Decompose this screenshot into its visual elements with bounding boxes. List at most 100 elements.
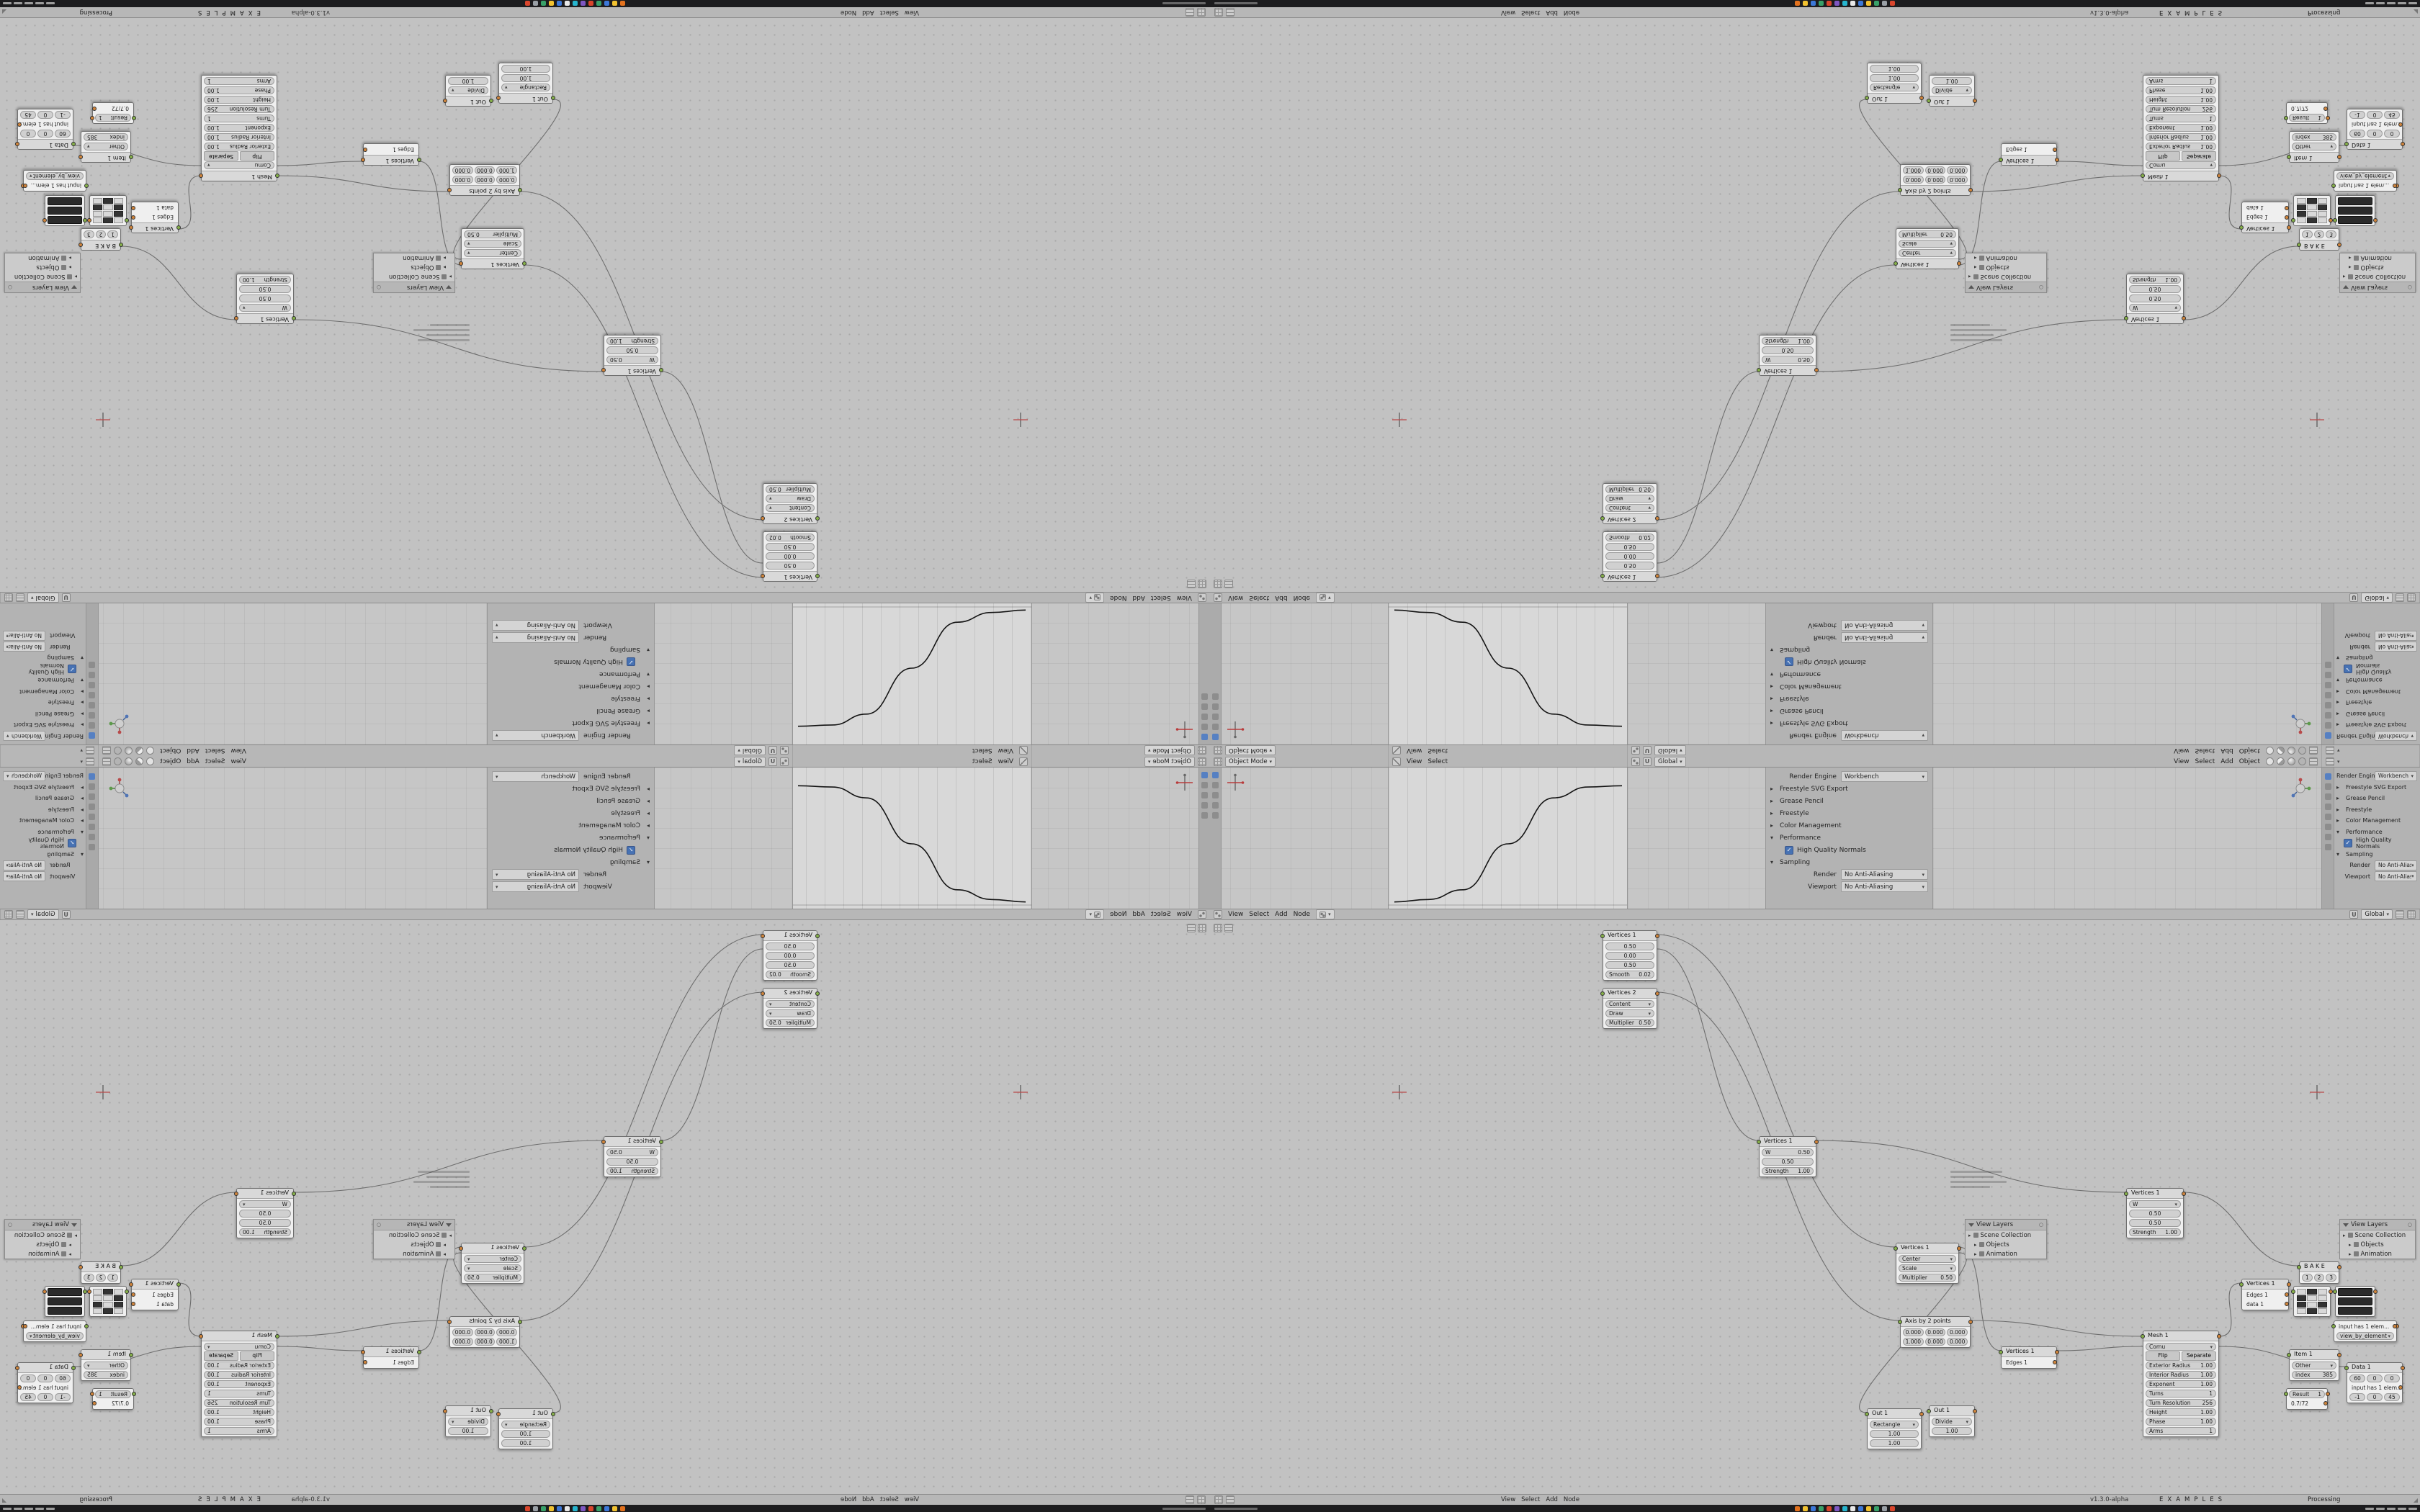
resize-grip[interactable]: ◢	[2, 9, 7, 16]
value-field[interactable]: 0.50	[239, 294, 291, 302]
expand-caret-icon[interactable]: ▸	[2349, 264, 2352, 271]
input-socket[interactable]	[1865, 96, 1869, 100]
outliner-row-scene-collection[interactable]: ▸Scene Collection	[1966, 1230, 2046, 1240]
input-socket[interactable]	[83, 218, 87, 222]
select-draw[interactable]: Draw▾	[766, 1009, 815, 1017]
tool-icon[interactable]	[1201, 714, 1208, 720]
taskbar-app-icon-11[interactable]	[1882, 1, 1887, 6]
select-content[interactable]: Content▾	[1605, 1000, 1654, 1008]
menu-view[interactable]: View	[998, 747, 1013, 755]
matrix-toggle-cell[interactable]	[103, 1295, 113, 1301]
matrix-toggle-cell[interactable]	[2317, 1295, 2327, 1301]
navigation-gizmo[interactable]	[2290, 778, 2311, 799]
input-socket[interactable]	[71, 1366, 76, 1370]
resize-grip[interactable]: ◢	[2413, 1496, 2418, 1503]
select-w[interactable]: W▾	[2129, 1200, 2181, 1208]
button-flip[interactable]: Flip	[240, 1351, 274, 1361]
vector-component-field[interactable]: 1	[2302, 1274, 2313, 1282]
expand-caret-icon[interactable]: ▸	[68, 1241, 71, 1248]
output-socket[interactable]	[42, 1290, 47, 1294]
orientation-select[interactable]: Global▾	[1654, 756, 1686, 767]
outliner-row-animation[interactable]: ▸Animation	[374, 253, 454, 263]
select-divide[interactable]: Divide▾	[1932, 86, 1972, 94]
outliner-row-scene-collection[interactable]: ▸Scene Collection	[374, 1230, 454, 1240]
taskbar-app-icon-5[interactable]	[581, 1, 586, 6]
tool-icon[interactable]	[89, 814, 96, 820]
move-gizmo-icon[interactable]	[1226, 773, 1245, 792]
vector-component-field[interactable]: 0.000	[1947, 1338, 1968, 1346]
taskbar-app-icon-0[interactable]	[1795, 1506, 1800, 1511]
matrix-toggle-cell[interactable]	[2297, 1289, 2307, 1295]
prop-select-render[interactable]: No Anti-Aliasing▾	[1840, 632, 1928, 643]
taskbar-app-icon-4[interactable]	[1827, 1506, 1832, 1511]
output-socket[interactable]	[129, 225, 133, 230]
taskbar-app-icon-9[interactable]	[549, 1, 554, 6]
value-field[interactable]: 1.00	[448, 1427, 488, 1435]
value-field[interactable]: 0.50	[766, 961, 815, 969]
menu-select[interactable]: Select	[2195, 757, 2215, 765]
node-view-element[interactable]: input has 1 elem...view_by_element▾	[21, 1320, 89, 1342]
menu-view[interactable]: View	[2174, 747, 2190, 755]
prop-section-performance[interactable]: ▾Performance	[0, 675, 86, 686]
prop-section-freestyle[interactable]: ▸Freestyle	[2334, 697, 2420, 708]
vector-component-field[interactable]: 3	[2326, 1274, 2337, 1282]
matrix-toggle-cell[interactable]	[113, 1289, 123, 1295]
filter-icon[interactable]	[71, 1223, 77, 1227]
output-socket[interactable]	[2285, 215, 2289, 220]
tool-icon[interactable]	[2324, 773, 2331, 780]
tool-icon[interactable]	[89, 793, 96, 800]
graph-editor[interactable]	[792, 603, 1031, 744]
input-socket[interactable]	[2297, 243, 2301, 247]
matrix-toggle-cell[interactable]	[2317, 198, 2327, 204]
prop-section-grease-pencil[interactable]: ▸Grease Pencil	[488, 705, 654, 717]
output-socket[interactable]	[443, 99, 447, 103]
tool-icon[interactable]	[2324, 834, 2331, 840]
input-socket[interactable]	[2344, 1366, 2349, 1370]
taskbar-app-icon-2[interactable]	[1811, 1, 1816, 6]
menu-view[interactable]: View	[230, 747, 246, 755]
expand-caret-icon[interactable]: ▸	[2343, 274, 2346, 280]
input-socket[interactable]	[2124, 1192, 2128, 1196]
input-socket[interactable]	[1894, 261, 1898, 266]
menu-node[interactable]: Node	[1293, 594, 1311, 601]
node-mirror-matrix[interactable]	[87, 1286, 129, 1317]
input-socket[interactable]	[1600, 516, 1605, 521]
output-socket[interactable]	[601, 1140, 606, 1144]
taskbar-app-icon-5[interactable]	[581, 1506, 586, 1511]
prop-select-render[interactable]: No Anti-Aliasing▾	[2375, 860, 2417, 870]
value-field[interactable]: 1.00	[1870, 1430, 1919, 1438]
output-socket[interactable]	[23, 184, 27, 188]
properties-editor-icon[interactable]	[2326, 746, 2334, 755]
orientation-select[interactable]: Global▾	[734, 745, 766, 756]
prop-select-render[interactable]: No Anti-Aliasing▾	[492, 632, 580, 643]
graph-editor-icon[interactable]	[1019, 746, 1028, 755]
output-socket[interactable]	[361, 1350, 365, 1354]
node-view-element[interactable]: input has 1 elem...view_by_element▾	[2331, 170, 2399, 192]
vector-component-field[interactable]: 1	[107, 230, 118, 238]
select-content[interactable]: Content▾	[766, 504, 815, 512]
navigation-gizmo[interactable]	[109, 713, 130, 734]
input-socket[interactable]	[1600, 991, 1605, 996]
outliner-row-objects[interactable]: ▸Objects	[2340, 1240, 2415, 1249]
viewport-gizmo-icon[interactable]	[1631, 746, 1640, 755]
value-field[interactable]: 0.00	[766, 952, 815, 960]
matrix-toggle-cell[interactable]	[113, 1295, 123, 1301]
prop-section-grease-pencil[interactable]: ▸Grease Pencil	[0, 708, 86, 720]
vector-component-field[interactable]: 0	[37, 1374, 53, 1382]
